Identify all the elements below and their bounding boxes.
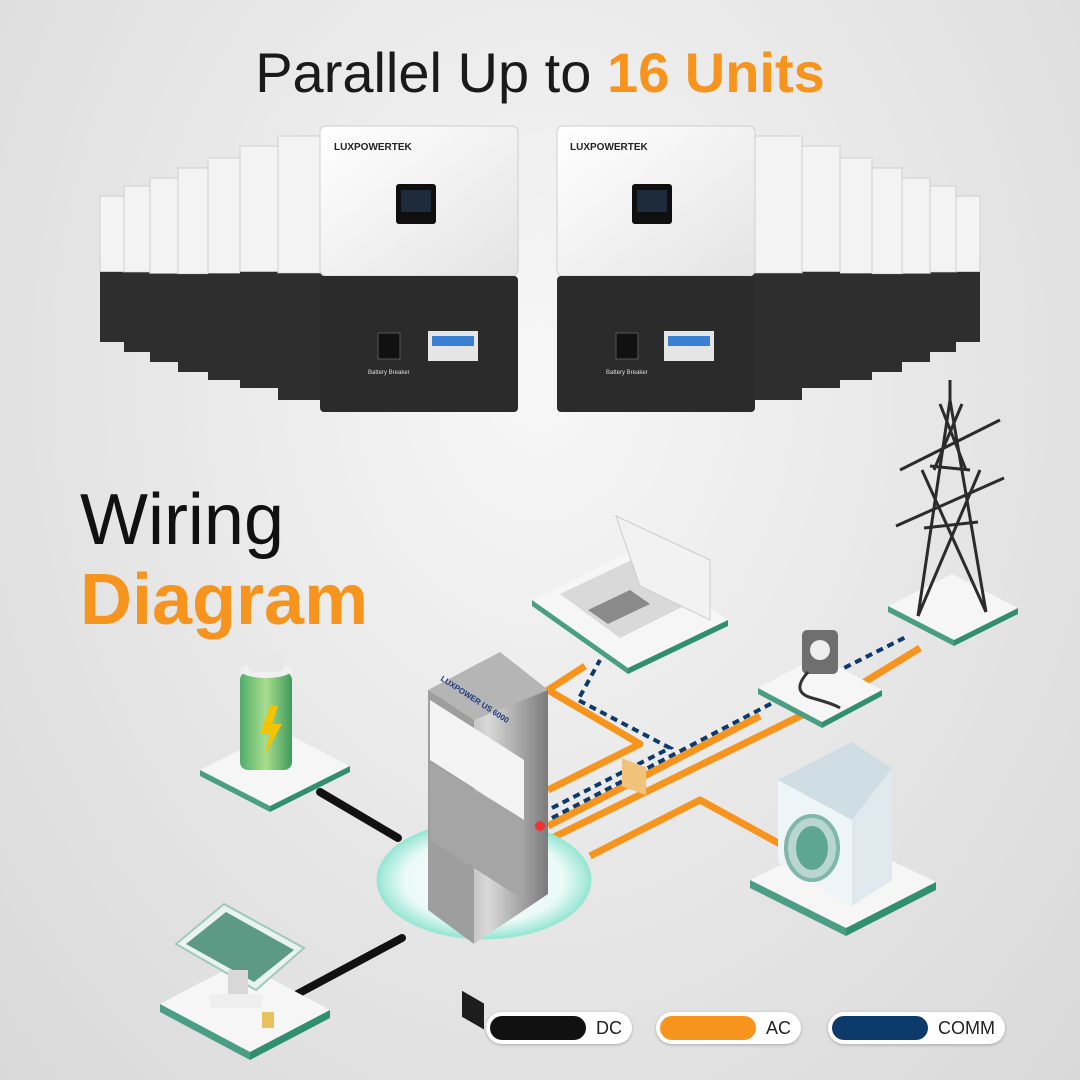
page-title: Parallel Up to 16 Units [0, 40, 1080, 105]
title-highlight: 16 Units [606, 41, 825, 104]
breaker-label: Battery Breaker [606, 370, 648, 376]
brand-logo: LUXPOWERTEK [334, 142, 413, 153]
heading-line-2: Diagram [80, 560, 369, 640]
lightning-icon [260, 706, 282, 756]
inverter-bank-right [751, 135, 981, 400]
ct-meter-node [758, 630, 882, 728]
inverter-unit [795, 145, 841, 388]
main-inverter-node: LUXPOWER US 6000 [376, 652, 592, 1030]
legend-swatch-dc [490, 1016, 586, 1040]
legend-swatch-comm [832, 1016, 928, 1040]
inverter-unit [751, 135, 803, 400]
legend-comm: COMM [828, 1012, 1005, 1044]
transmission-tower-icon [895, 380, 1005, 617]
grid-tower-node [888, 380, 1018, 646]
power-button [535, 821, 545, 831]
inverter-display [462, 990, 484, 1030]
dc-wires [286, 788, 406, 1002]
inverter-bank-left [99, 135, 329, 400]
washing-machine-node [750, 742, 936, 936]
battery-breaker [615, 332, 639, 360]
legend-label-comm: COMM [938, 1017, 995, 1038]
legend-dc: DC [486, 1012, 632, 1044]
brand-logo: LUXPOWERTEK [570, 142, 649, 153]
inverter-unit-front-right: LUXPOWERTEK Battery Breaker [556, 125, 756, 412]
laptop-node [532, 515, 728, 796]
solar-panel-node [160, 902, 330, 1060]
legend-ac: AC [656, 1012, 802, 1044]
battery-breaker [377, 332, 401, 360]
washing-machine-icon [778, 742, 892, 906]
heading-line-1: Wiring [80, 480, 285, 560]
comm-wires [551, 634, 909, 820]
inverter-unit [239, 145, 285, 388]
inverter-unit-front-left: LUXPOWERTEK Battery Breaker [319, 125, 519, 412]
laptop-screen [615, 515, 711, 621]
legend-label-ac: AC [766, 1017, 792, 1038]
title-prefix: Parallel Up to [255, 41, 607, 104]
legend-swatch-ac [660, 1016, 756, 1040]
user-avatar-icon [622, 758, 646, 796]
section-heading: Wiring Diagram [80, 480, 368, 640]
battery-node [200, 652, 350, 812]
breaker-label: Battery Breaker [368, 370, 410, 376]
legend-label-dc: DC [596, 1017, 622, 1038]
